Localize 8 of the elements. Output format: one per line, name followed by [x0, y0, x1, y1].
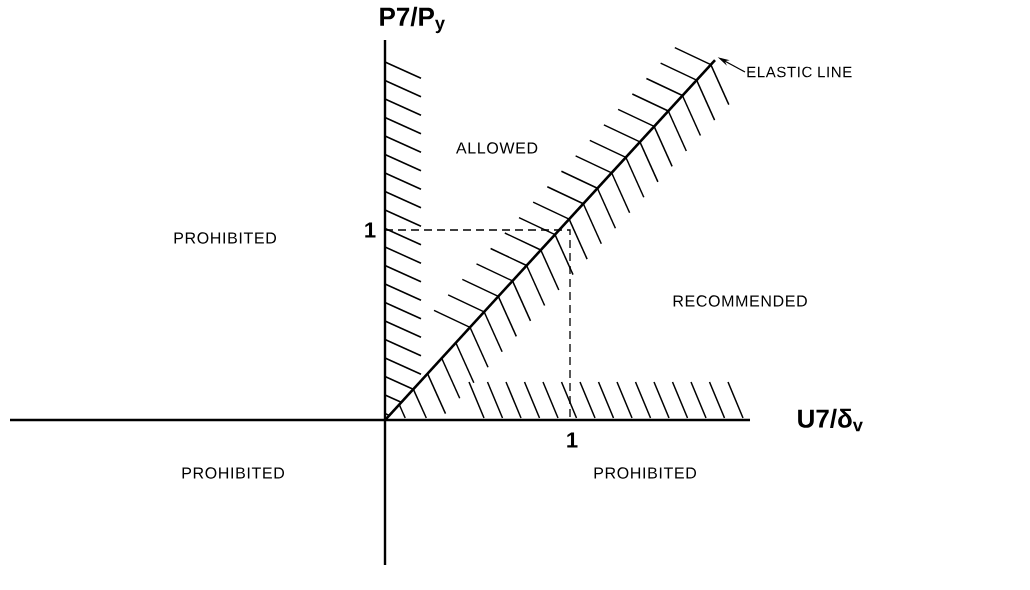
region-label: PROHIBITED: [594, 467, 696, 479]
callout-label: ELASTIC LINE: [747, 66, 852, 78]
region-label: PROHIBITED: [174, 232, 276, 244]
region-label: ALLOWED: [456, 142, 538, 154]
axis-label: P7/P$_{y}$: [380, 6, 445, 34]
region-label: PROHIBITED: [182, 467, 284, 479]
region-label: RECOMMENDED: [673, 295, 807, 307]
axis-label: U7/δ$_{v}$: [798, 408, 863, 432]
